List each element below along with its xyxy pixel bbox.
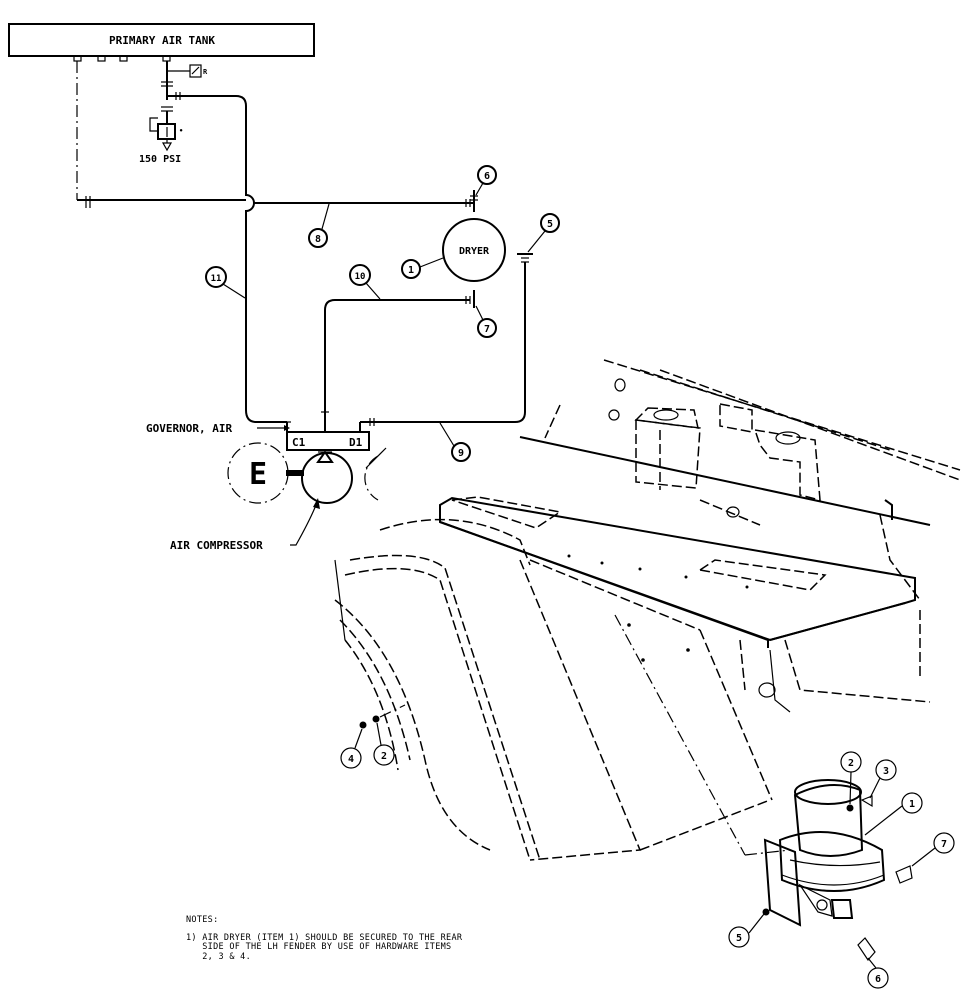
svg-text:7: 7 (941, 839, 947, 850)
svg-text:6: 6 (875, 974, 881, 985)
detail-callout-7: 7 (911, 832, 955, 867)
detail-callout-5: 5 (728, 913, 765, 948)
callout-9: 9 (439, 422, 471, 462)
line-9 (360, 262, 526, 423)
line-11 (167, 95, 287, 423)
svg-text:5: 5 (736, 933, 742, 944)
detail-callout-2b: 2 (373, 722, 395, 766)
callout-1: 1 (401, 257, 444, 279)
svg-text:4: 4 (348, 754, 354, 765)
tank-label: PRIMARY AIR TANK (109, 34, 215, 47)
svg-text:1: 1 (909, 799, 915, 810)
line-10 (324, 299, 470, 422)
pressure-label: 150 PSI (139, 154, 181, 165)
detail-callout-4: 4 (340, 728, 363, 769)
dryer (442, 218, 506, 282)
svg-text:1: 1 (408, 265, 414, 276)
note-1-line-1: 1) AIR DRYER (ITEM 1) SHOULD BE SECURED … (186, 932, 463, 943)
callout-6: 6 (475, 165, 497, 196)
svg-text:2: 2 (381, 751, 387, 762)
notes-block: NOTES: 1) AIR DRYER (ITEM 1) SHOULD BE SE… (186, 915, 463, 962)
svg-text:9: 9 (458, 448, 464, 459)
svg-text:5: 5 (547, 219, 553, 230)
svg-text:3: 3 (883, 766, 889, 777)
svg-text:7: 7 (484, 324, 490, 335)
svg-text:•: • (179, 127, 183, 135)
svg-text:11: 11 (211, 274, 222, 284)
port-d1: D1 (349, 436, 363, 449)
chassis-illustration (334, 359, 961, 861)
drain-valve (189, 64, 202, 78)
callout-5: 5 (527, 213, 560, 253)
primary-air-tank (8, 23, 315, 57)
notes-heading: NOTES: (186, 915, 219, 925)
svg-text:6: 6 (484, 171, 490, 182)
svg-text:R: R (203, 68, 208, 76)
callout-10: 10 (349, 264, 381, 300)
dryer-label: DRYER (459, 246, 490, 257)
callout-7: 7 (475, 305, 497, 338)
detail-callout-6: 6 (867, 957, 889, 989)
governor-label: GOVERNOR, AIR (146, 422, 232, 435)
detail-callout-3: 3 (869, 759, 897, 799)
svg-text:10: 10 (355, 272, 366, 282)
detail-callout-2a: 2 (840, 751, 862, 805)
note-1-line-2: SIDE OF THE LH FENDER BY USE OF HARDWARE… (186, 942, 452, 952)
callout-11: 11 (205, 266, 246, 299)
note-1-line-3: 2, 3 & 4. (186, 951, 252, 962)
callout-8: 8 (308, 203, 330, 248)
air-compressor (301, 452, 353, 504)
governor (286, 431, 370, 451)
engine-label: E (249, 457, 267, 492)
compressor-label: AIR COMPRESSOR (170, 539, 263, 552)
svg-text:8: 8 (315, 234, 321, 245)
detail-callout-1: 1 (864, 792, 923, 836)
port-c1: C1 (292, 436, 306, 449)
air-dryer-detail (762, 779, 913, 961)
svg-text:2: 2 (848, 758, 854, 769)
